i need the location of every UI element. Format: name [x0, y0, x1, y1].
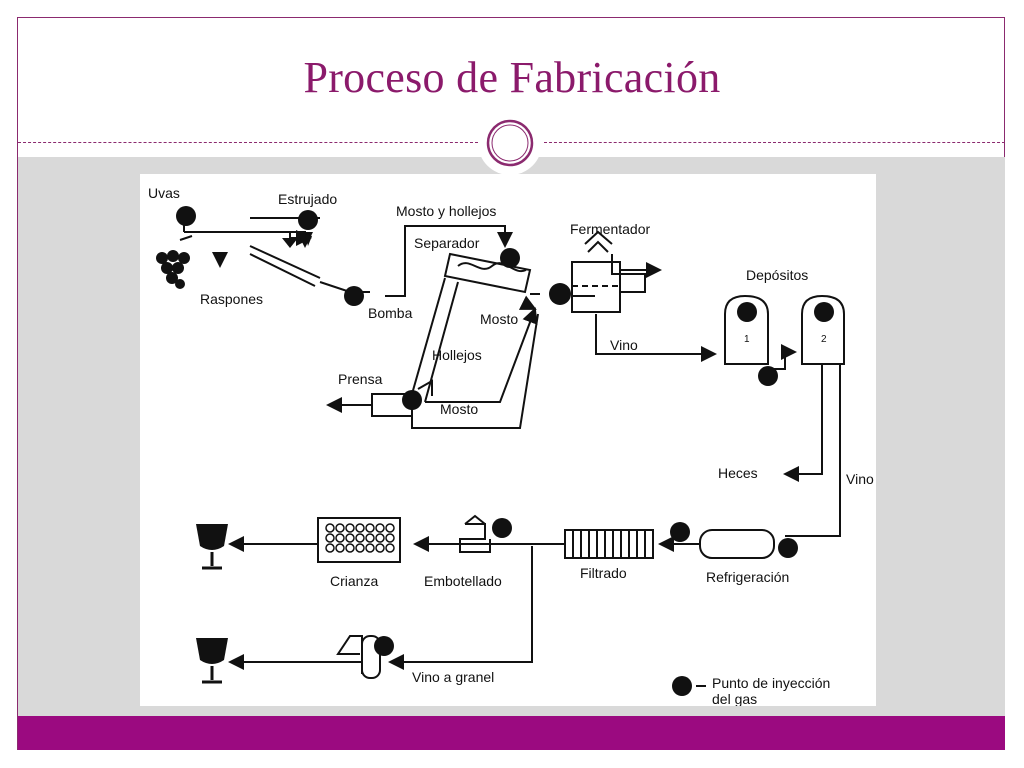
- label-deposito-2: 2: [821, 334, 827, 345]
- label-bomba: Bomba: [368, 305, 413, 321]
- title-divider-left: [18, 142, 478, 143]
- wine-glass-icon: [196, 638, 228, 684]
- filter-unit: [572, 530, 646, 558]
- slide-title: Proceso de Fabricación: [303, 53, 721, 102]
- grapes-icon: [156, 235, 193, 289]
- label-fermentador: Fermentador: [570, 221, 650, 237]
- label-uvas: Uvas: [148, 185, 180, 201]
- label-depositos: Depósitos: [746, 267, 808, 283]
- label-deposito-1: 1: [744, 334, 750, 345]
- wine-process-diagram: Uvas Estrujado Raspones Bomba Mosto y ho…: [140, 174, 876, 706]
- label-mosto-prensa: Mosto: [440, 401, 478, 417]
- label-heces: Heces: [718, 465, 758, 481]
- crianza-barrels-icon: [325, 523, 395, 553]
- label-prensa: Prensa: [338, 371, 383, 387]
- label-mosto-separador: Mosto: [480, 311, 518, 327]
- label-estrujado: Estrujado: [278, 191, 337, 207]
- label-vino-1: Vino: [610, 337, 638, 353]
- label-refrigeracion: Refrigeración: [706, 569, 789, 585]
- crusher-funnel-icon: [282, 238, 298, 248]
- label-separador: Separador: [414, 235, 480, 251]
- label-raspones: Raspones: [200, 291, 263, 307]
- legend: Punto de inyección del gas: [696, 675, 830, 706]
- bottom-bar: [18, 716, 1005, 750]
- label-vino-granel: Vino a granel: [412, 669, 494, 685]
- label-mosto-hollejos: Mosto y hollejos: [396, 203, 496, 219]
- title-divider-right: [544, 142, 1005, 143]
- label-filtrado: Filtrado: [580, 565, 627, 581]
- wine-glass-icon: [196, 524, 228, 570]
- circle-ornament-icon: [478, 111, 542, 175]
- legend-line-2: del gas: [712, 691, 757, 706]
- gas-injection-points: [176, 206, 834, 696]
- label-embotellado: Embotellado: [424, 573, 502, 589]
- legend-line-1: Punto de inyección: [712, 675, 830, 691]
- label-crianza: Crianza: [330, 573, 378, 589]
- label-hollejos: Hollejos: [432, 347, 482, 363]
- label-vino-2: Vino: [846, 471, 874, 487]
